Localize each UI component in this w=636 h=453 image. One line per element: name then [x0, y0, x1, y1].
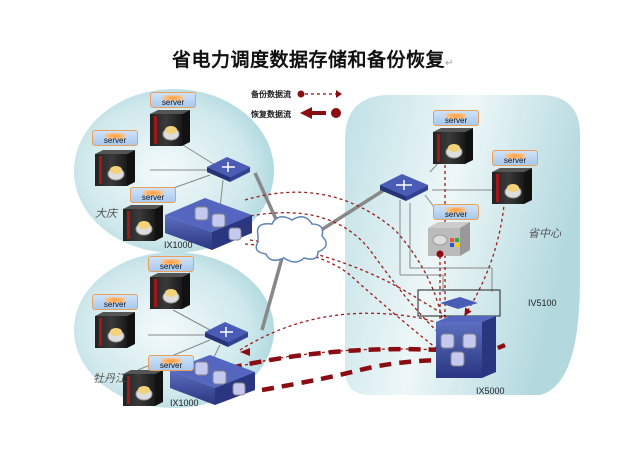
storage-tower-icon: [436, 316, 496, 378]
server-icon: [150, 110, 190, 146]
network-switch-icon: [380, 174, 428, 201]
server-tag: server: [92, 130, 138, 146]
server-tag: server: [492, 150, 538, 166]
network-cloud-icon: [255, 216, 327, 263]
server-tag: server: [130, 187, 176, 203]
network-switch-icon: [205, 322, 248, 347]
server-tag: server: [433, 110, 479, 126]
backup-legend-arrow: [336, 90, 342, 98]
restore-arrow-tip: [240, 348, 250, 356]
region-label-provincial-center: 省中心: [528, 227, 561, 240]
storage-label-daqing: IX1000: [164, 240, 193, 250]
server-tag: server: [148, 355, 194, 371]
server-icon: [123, 205, 163, 241]
iv5100-device-icon: [440, 297, 478, 309]
server-tag-label: server: [503, 156, 527, 165]
windows-server-icon: [428, 222, 470, 258]
legend-backup-label: 备份数据流: [251, 90, 291, 99]
legend-restore-label: 恢复数据流: [251, 110, 291, 119]
server-tag-label: server: [103, 136, 127, 145]
server-tag-label: server: [444, 116, 468, 125]
server-icon: [492, 168, 532, 204]
restore-legend-dot: [331, 108, 341, 118]
storage-label-ix5000: IX5000: [476, 386, 505, 396]
backup-legend-dot: [297, 90, 305, 98]
server-tag-label: server: [159, 361, 183, 370]
server-tag: server: [92, 294, 138, 310]
array-label-iv5100: IV5100: [528, 298, 557, 308]
title-text: 省电力调度数据存储和备份恢复: [172, 49, 446, 71]
server-icon: [123, 370, 163, 406]
restore-flow-lines: [229, 342, 506, 393]
server-tag: server: [148, 256, 194, 272]
server-icon: [150, 273, 190, 309]
storage-label-mudanjiang: IX1000: [170, 398, 199, 408]
server-tag-label: server: [103, 300, 127, 309]
server-tag: server: [433, 204, 479, 220]
server-icon: [95, 312, 135, 348]
server-icon: [95, 150, 135, 186]
server-tag-label: server: [159, 262, 183, 271]
legend: [297, 90, 342, 119]
server-icon: [433, 128, 473, 164]
server-tag: server: [150, 92, 196, 108]
server-tag-label: server: [444, 210, 468, 219]
page-title: 省电力调度数据存储和备份恢复↵: [172, 45, 454, 72]
server-tag-label: server: [141, 193, 165, 202]
restore-legend-arrow: [300, 107, 326, 119]
network-switch-icon: [207, 157, 250, 182]
server-tag-label: server: [161, 98, 185, 107]
storage-array-icon: [165, 198, 252, 250]
region-label-mudanjiang: 牡丹江: [93, 372, 126, 385]
paragraph-mark: ↵: [445, 58, 454, 69]
region-label-daqing: 大庆: [95, 207, 117, 220]
